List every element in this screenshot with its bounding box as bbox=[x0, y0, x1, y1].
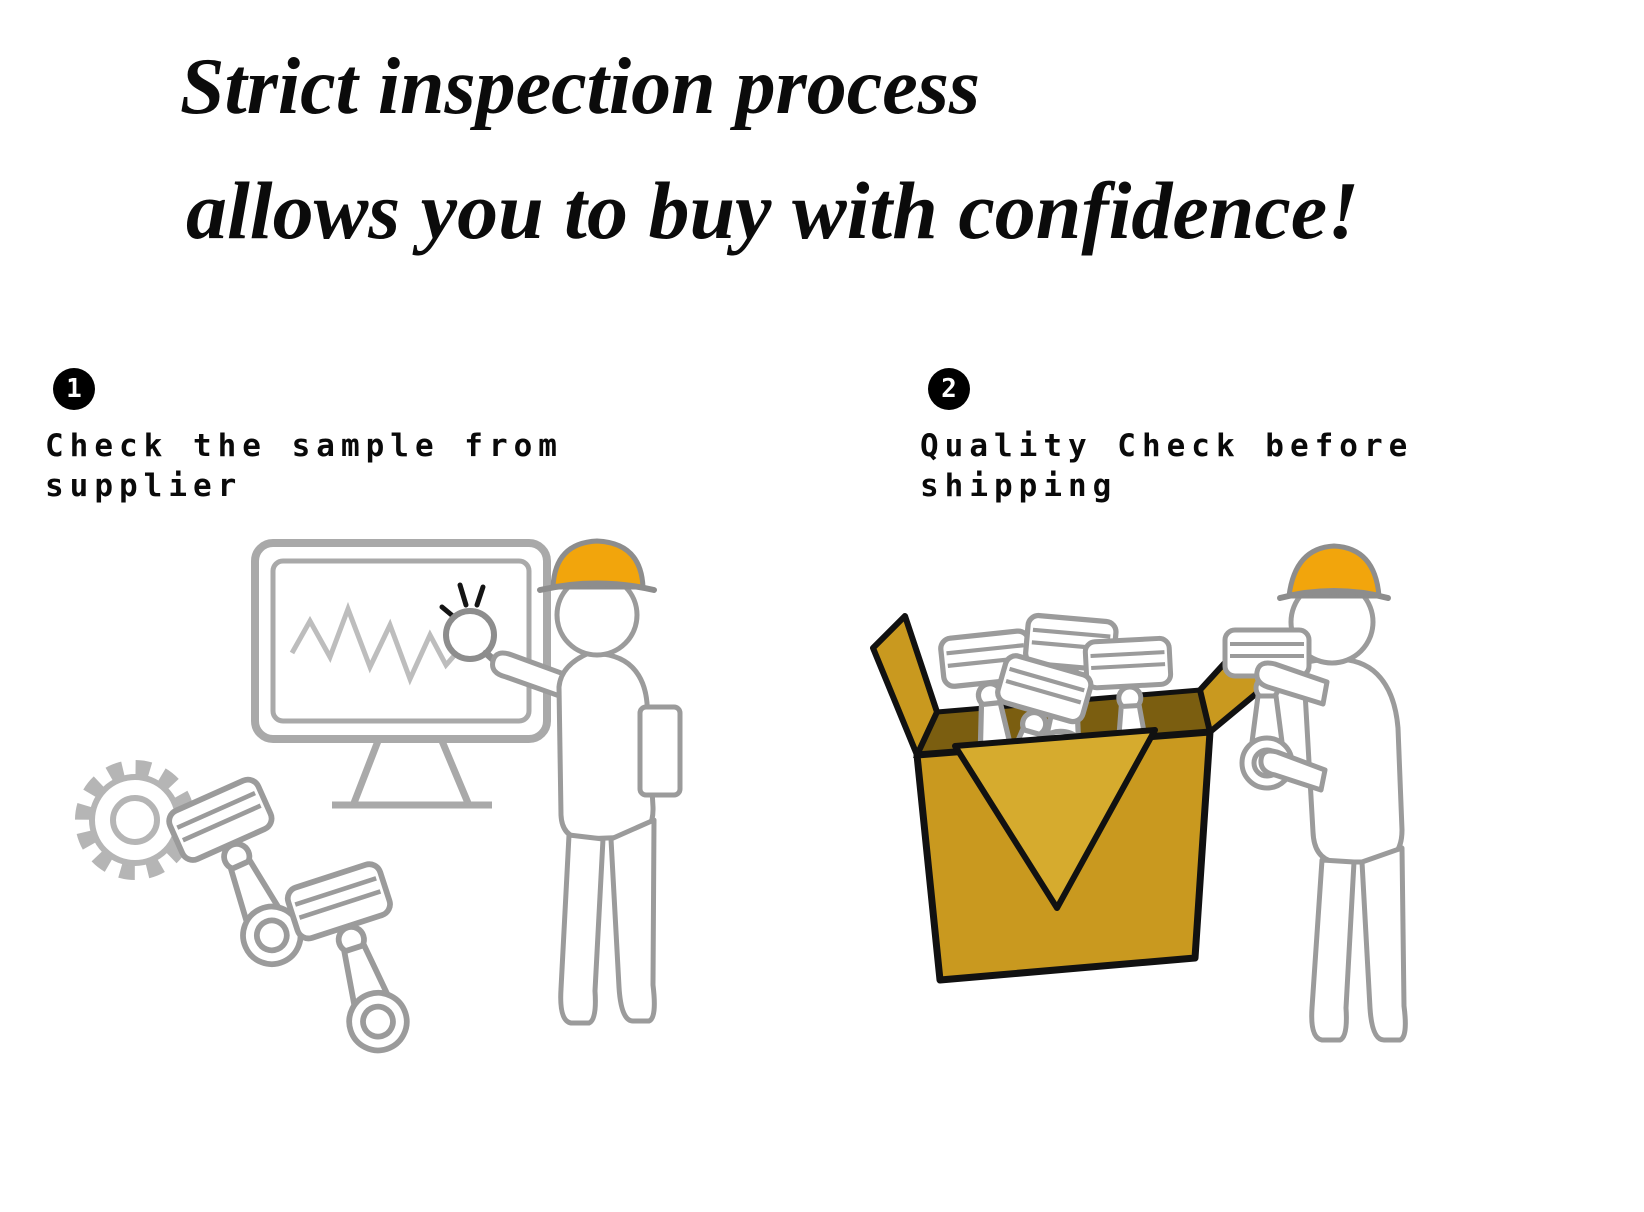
step-2-illustration bbox=[870, 543, 1408, 1043]
step-1-section: 1 Check the sample from supplier bbox=[45, 368, 705, 507]
worker-packer bbox=[1225, 543, 1408, 1043]
step-2-section: 2 Quality Check before shipping bbox=[920, 368, 1480, 507]
worker-inspector bbox=[490, 538, 683, 1026]
step-2-number-badge: 2 bbox=[928, 368, 970, 410]
piston-icon bbox=[165, 776, 327, 981]
page-title-line-1: Strict inspection process bbox=[180, 43, 981, 131]
step-2-label: Quality Check before shipping bbox=[920, 428, 1414, 505]
box-left-flap bbox=[870, 613, 940, 758]
step-1-number-badge: 1 bbox=[53, 368, 95, 410]
lower-arm bbox=[1258, 748, 1328, 793]
box-front-flap bbox=[952, 727, 1158, 911]
upper-arm bbox=[1254, 660, 1330, 707]
hard-hat-icon bbox=[1286, 543, 1382, 599]
page-title-line-2: allows you to buy with confidence! bbox=[186, 165, 1360, 256]
step-1-label: Check the sample from supplier bbox=[45, 428, 563, 505]
clipboard-icon bbox=[637, 704, 683, 798]
shipping-box bbox=[870, 613, 1278, 984]
pointing-arm bbox=[490, 650, 575, 702]
piston-icon bbox=[285, 861, 433, 1064]
step-1-illustration bbox=[75, 538, 683, 1175]
hard-hat-icon bbox=[550, 538, 646, 590]
zigzag-chart-line bbox=[289, 601, 462, 686]
